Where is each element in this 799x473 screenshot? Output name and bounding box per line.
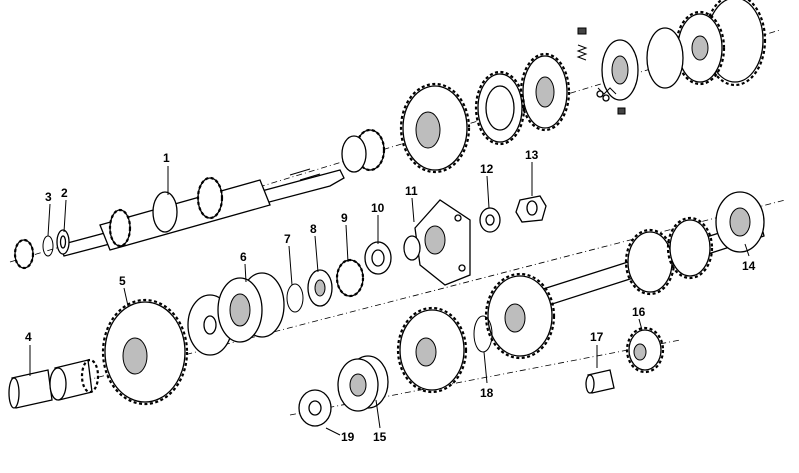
gear-5 bbox=[101, 298, 189, 406]
callout-11: 11 bbox=[405, 184, 418, 198]
bushing-17 bbox=[585, 369, 615, 394]
callout-18: 18 bbox=[480, 386, 494, 400]
shim-19 bbox=[298, 389, 332, 427]
shaft-washer-2 bbox=[56, 229, 70, 255]
gear-right-bottom bbox=[484, 272, 556, 360]
callout-14: 14 bbox=[742, 259, 756, 273]
needle-bearing-left bbox=[13, 238, 35, 270]
callout-15: 15 bbox=[373, 430, 387, 444]
spacer-8 bbox=[307, 269, 333, 307]
callout-10: 10 bbox=[371, 201, 385, 215]
gear-top-helical bbox=[399, 82, 471, 174]
countershaft bbox=[539, 191, 765, 307]
circlip-7 bbox=[286, 283, 304, 313]
gear-bottom-center bbox=[396, 306, 468, 394]
synchro-hub bbox=[519, 52, 571, 132]
synchro-springs-detents bbox=[576, 27, 626, 115]
flange-11 bbox=[403, 199, 471, 286]
callout-12: 12 bbox=[480, 162, 494, 176]
callout-16: 16 bbox=[632, 305, 646, 319]
needle-cage-9 bbox=[335, 258, 365, 298]
needle-bearing-top bbox=[341, 128, 386, 173]
callout-6: 6 bbox=[240, 250, 247, 264]
synchro-sleeve bbox=[601, 27, 684, 101]
callout-5: 5 bbox=[119, 274, 126, 288]
callout-3: 3 bbox=[45, 190, 52, 204]
callout-2: 2 bbox=[61, 186, 68, 200]
synchro-ring bbox=[474, 70, 526, 146]
callout-9: 9 bbox=[341, 211, 348, 225]
ball-bearing-15 bbox=[337, 355, 389, 412]
callout-17: 17 bbox=[590, 330, 604, 344]
circlip-18 bbox=[473, 315, 493, 353]
leader-lines bbox=[29, 162, 750, 436]
callout-1: 1 bbox=[163, 151, 170, 165]
callout-7: 7 bbox=[284, 232, 291, 246]
ring-12 bbox=[479, 207, 501, 233]
synchro-gear-large bbox=[674, 0, 767, 87]
ball-bearing-6 bbox=[217, 272, 285, 343]
seal-ring-10 bbox=[364, 241, 392, 275]
gear-16 bbox=[625, 326, 665, 374]
callout-8: 8 bbox=[310, 222, 317, 236]
callout-4: 4 bbox=[25, 330, 32, 344]
callout-13: 13 bbox=[525, 148, 539, 162]
callout-19: 19 bbox=[341, 430, 355, 444]
main-shaft bbox=[59, 168, 345, 257]
bushing-4 bbox=[8, 369, 53, 409]
nut-13 bbox=[515, 195, 547, 223]
shaft-circlip-3 bbox=[42, 235, 54, 257]
needle-bearing-middle bbox=[49, 358, 100, 401]
